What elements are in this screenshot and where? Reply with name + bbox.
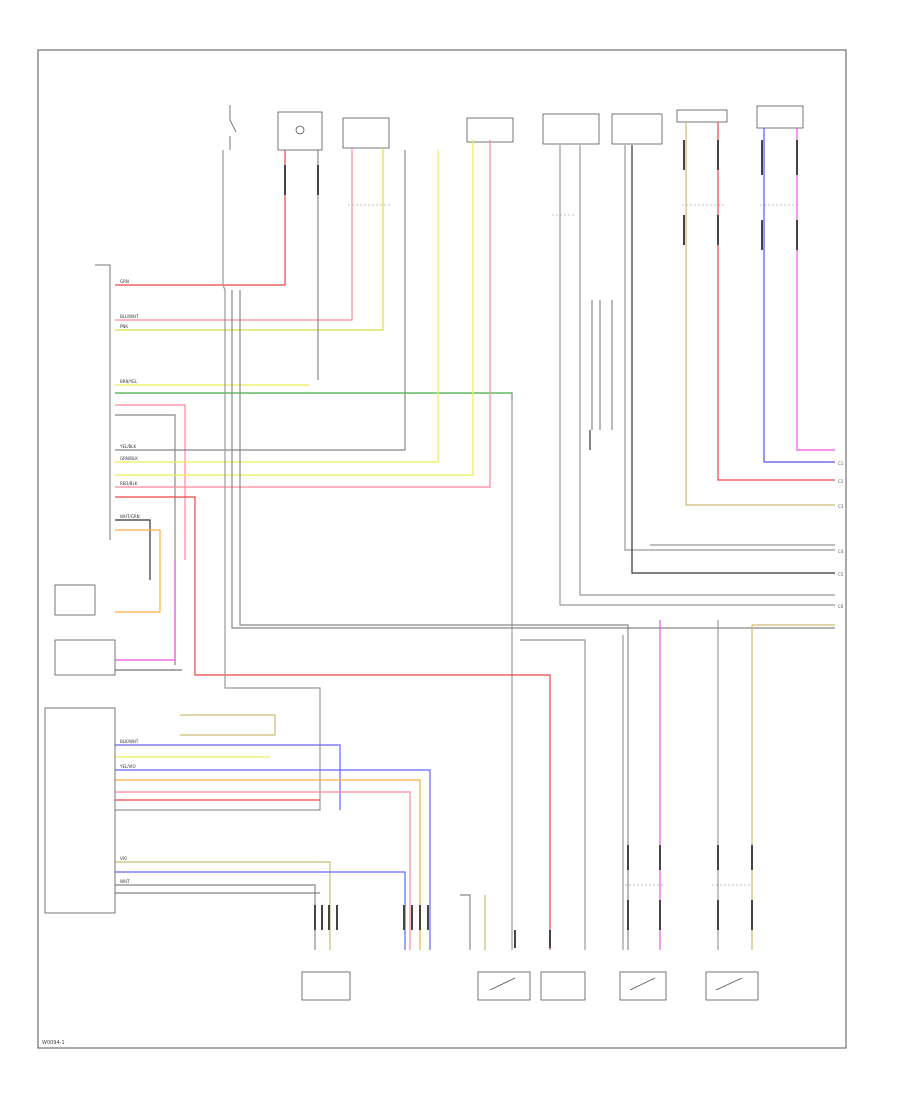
connector-label: C3 [838,504,844,509]
wire-code-label: BRN/YEL [120,379,138,384]
switch-icon [489,977,516,991]
component-box [477,971,531,1001]
connector-label: C2 [838,479,844,484]
wire-gray [559,145,835,606]
wire-code-label: VIO [120,856,127,861]
wire-code-label: BLK/WHT [120,739,139,744]
wire-gray [115,150,321,811]
sensor-symbol-icon [295,125,305,135]
connector-label: C6 [838,604,844,609]
wire-code-label: RED/BLK [120,481,138,486]
wire-gray [579,145,835,596]
component-box [301,971,351,1001]
wire-blue [115,769,431,950]
wire-code-label: GRN [120,279,129,284]
wire-code-label: WHT/GRN [120,514,140,519]
wire-gray [520,639,586,950]
wire-gray [624,145,835,551]
module-box [54,639,116,676]
component-box [542,113,600,145]
wire-code-label: BLU/WHT [120,314,139,319]
lower-module-box [44,707,116,914]
wire-yellow [115,140,474,476]
wire-green [115,392,513,400]
wire-pink [115,791,411,950]
component-box [540,971,586,1001]
component-box [705,971,759,1001]
wire-harness [115,122,835,950]
wire-pink [115,404,186,560]
wire-pink [115,148,353,321]
wire-red [115,496,551,950]
wire-gray [231,290,835,629]
bottom-components [301,971,759,1001]
wire-blue [115,871,406,950]
wire-code-labels: GRN BLU/WHT PNK BRN/YEL YEL/BLK GRN/BLK … [119,279,140,884]
component-box [277,111,323,151]
connector-label: C1 [838,461,844,466]
left-modules [44,584,116,914]
component-box [619,971,667,1001]
wire-pink [115,140,491,488]
wire-tan [685,122,835,506]
component-box [756,105,804,129]
switch-icon [629,977,656,991]
wire-gray [115,884,316,950]
wire-gray [239,290,629,950]
wire-tan [115,861,331,950]
wire-red [717,122,835,481]
connector-label: C5 [838,572,844,577]
component-box [676,109,728,123]
connector-ticks [284,140,798,948]
diagram-frame [37,49,847,1049]
wire-blue [115,744,341,810]
wire-orange [115,529,161,613]
wire-magenta [796,128,835,451]
right-edge-labels: C1 C2 C3 C4 C5 C6 [838,461,844,609]
switch-icon [229,105,237,150]
wire-gray [115,414,176,665]
wire-yellow [115,148,384,331]
switch-icon [715,977,743,991]
splice-lines [348,204,800,886]
wire-code-label: PNK [120,324,128,329]
wire-black [631,145,835,574]
left-module-upper [95,264,111,540]
wire-code-label: YEL/BLK [119,444,137,449]
connector-label: C4 [838,549,844,554]
component-box [466,117,514,143]
wire-magenta [115,560,176,661]
module-box [54,584,96,616]
wire-orange [115,779,421,950]
wire-code-label: GRN/BLK [120,456,138,461]
wire-code-label: YEL/VIO [119,764,136,769]
wire-black [115,519,151,580]
diagram-footer-id: W0094-1 [42,1040,65,1046]
wire-gray [460,894,471,950]
wire-tan [180,714,276,736]
wire-red [115,150,286,286]
component-box [611,113,663,145]
component-box [342,117,390,149]
wire-yellow [115,150,439,463]
wire-code-label: WHT [120,879,130,884]
wire-gray [115,150,406,451]
wire-blue [763,128,835,463]
